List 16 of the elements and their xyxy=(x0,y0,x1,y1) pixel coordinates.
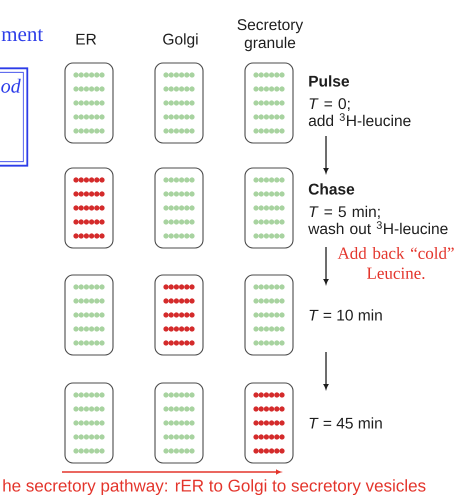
arrow xyxy=(324,352,328,390)
time-label: T = 45 min xyxy=(310,417,382,429)
column-header: Secretory granule xyxy=(238,19,304,52)
time-label: T = 10 min xyxy=(310,309,382,321)
edge-label: Add back “cold” Leucine. xyxy=(332,246,460,280)
arrow xyxy=(324,136,328,174)
pathway-caption: he secretory pathway: rER to Golgi to secretory vesicles xyxy=(3,479,426,496)
framed-box: od xyxy=(0,67,28,167)
step-note: T = 0; add $^{3}$H-leucine xyxy=(308,98,411,126)
arrow xyxy=(324,247,328,284)
step-note: T = 5 min; wash out $^{3}$H-leucine xyxy=(308,206,448,234)
step-heading: Pulse xyxy=(309,75,350,87)
step-heading: Chase xyxy=(308,183,354,195)
column-header: ER xyxy=(76,34,96,44)
slide-title: ment xyxy=(2,29,44,42)
column-header: Golgi xyxy=(163,33,198,48)
